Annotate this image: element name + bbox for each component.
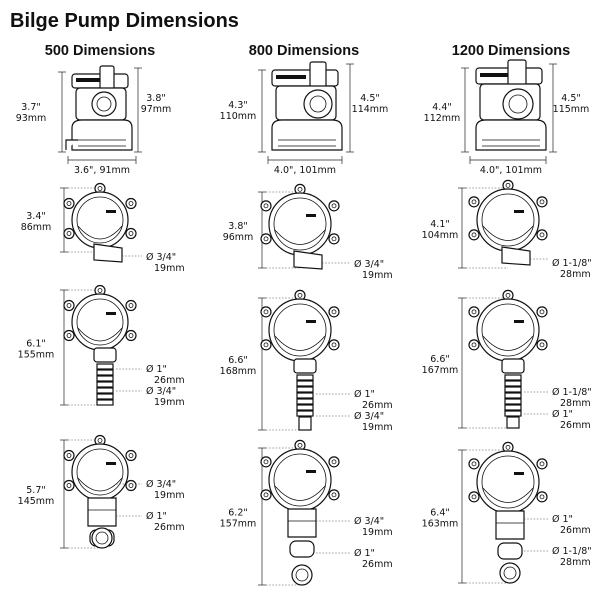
outlet-diameter-inches: Ø 1" — [354, 548, 375, 559]
view-height-mm: 157mm — [220, 519, 257, 530]
view-height-inches: 6.6" — [430, 354, 449, 365]
side-height-left-1200-in: 4.4" — [432, 102, 451, 113]
view-height-mm: 96mm — [223, 232, 254, 243]
outlet-diameter-inches: Ø 3/4" — [354, 411, 384, 422]
view-height-mm: 104mm — [422, 230, 459, 241]
view-height-mm: 168mm — [220, 366, 257, 377]
column-heading-500: 500 Dimensions — [45, 43, 155, 59]
outlet-diameter-inches: Ø 1" — [552, 514, 573, 525]
outlet-diameter-mm: 26mm — [362, 559, 393, 570]
view-height-inches: 3.4" — [26, 211, 45, 222]
outlet-diameter-inches: Ø 1-1/8" — [552, 387, 592, 398]
outlet-diameter-inches: Ø 3/4" — [354, 259, 384, 270]
view-height-inches: 6.1" — [26, 339, 45, 350]
outlet-diameter-mm: 28mm — [560, 269, 591, 280]
side-height-right-800-in: 4.5" — [360, 93, 379, 104]
pump-top-view: 5.7"145mm Ø 3/4"19mm Ø 1"26mm — [18, 434, 185, 549]
pump-top-view: 4.1"104mm Ø 1-1/8"28mm — [422, 179, 592, 280]
outlet-diameter-mm: 19mm — [362, 527, 393, 538]
outlet-diameter-mm: 26mm — [154, 375, 185, 386]
view-height-inches: 6.2" — [228, 508, 247, 519]
side-width-1200: 4.0", 101mm — [480, 165, 542, 176]
side-width-800: 4.0", 101mm — [274, 165, 336, 176]
outlet-diameter-inches: Ø 1-1/8" — [552, 546, 592, 557]
side-height-left-800-in: 4.3" — [228, 100, 247, 111]
outlet-diameter-mm: 26mm — [560, 420, 591, 431]
outlet-diameter-inches: Ø 1" — [552, 409, 573, 420]
view-height-mm: 145mm — [18, 496, 55, 507]
outlet-diameter-inches: Ø 1-1/8" — [552, 258, 592, 269]
view-height-inches: 4.1" — [430, 219, 449, 230]
pump-side-view-800 — [258, 61, 354, 164]
view-height-mm: 86mm — [21, 222, 52, 233]
column-heading-1200: 1200 Dimensions — [452, 43, 570, 59]
outlet-diameter-mm: 26mm — [362, 400, 393, 411]
view-height-mm: 167mm — [422, 365, 459, 376]
side-height-right-1200-in: 4.5" — [561, 93, 580, 104]
view-height-inches: 5.7" — [26, 485, 45, 496]
outlet-diameter-mm: 19mm — [154, 397, 185, 408]
side-height-left-500-mm: 93mm — [16, 113, 47, 124]
outlet-diameter-inches: Ø 3/4" — [146, 479, 176, 490]
side-height-left-800-mm: 110mm — [220, 111, 257, 122]
outlet-diameter-inches: Ø 3/4" — [354, 516, 384, 527]
outlet-diameter-mm: 19mm — [362, 422, 393, 433]
side-height-right-500-in: 3.8" — [146, 93, 165, 104]
outlet-diameter-inches: Ø 1" — [146, 364, 167, 375]
view-height-mm: 155mm — [18, 350, 55, 361]
outlet-diameter-mm: 28mm — [560, 557, 591, 568]
outlet-diameter-inches: Ø 1" — [354, 389, 375, 400]
outlet-diameter-mm: 19mm — [154, 490, 185, 501]
outlet-diameter-mm: 28mm — [560, 398, 591, 409]
view-height-inches: 3.8" — [228, 221, 247, 232]
page-title: Bilge Pump Dimensions — [10, 10, 239, 32]
view-height-mm: 163mm — [422, 519, 459, 530]
pump-top-view: 3.4"86mm Ø 3/4"19mm — [21, 182, 185, 274]
side-height-right-1200-mm: 115mm — [553, 104, 590, 115]
outlet-diameter-inches: Ø 1" — [146, 511, 167, 522]
side-height-right-500-mm: 97mm — [141, 104, 172, 115]
outlet-diameter-mm: 26mm — [154, 522, 185, 533]
outlet-diameter-mm: 19mm — [362, 270, 393, 281]
outlet-diameter-inches: Ø 3/4" — [146, 252, 176, 263]
outlet-diameter-inches: Ø 3/4" — [146, 386, 176, 397]
pump-top-view: 3.8"96mm Ø 3/4"19mm — [223, 183, 393, 281]
outlet-diameter-mm: 26mm — [560, 525, 591, 536]
pump-top-view: 6.4"163mm Ø 1"26mm Ø 1-1/8"28mm — [422, 441, 592, 584]
pump-side-view-1200 — [461, 59, 557, 164]
side-height-left-1200-mm: 112mm — [424, 113, 461, 124]
pump-side-view-500 — [58, 65, 142, 164]
side-height-right-800-mm: 114mm — [352, 104, 389, 115]
outlet-diameter-mm: 19mm — [154, 263, 185, 274]
view-height-inches: 6.4" — [430, 508, 449, 519]
side-width-500: 3.6", 91mm — [74, 165, 130, 176]
side-height-left-500-in: 3.7" — [21, 102, 40, 113]
view-height-inches: 6.6" — [228, 355, 247, 366]
pump-top-view: 6.2"157mm Ø 3/4"19mm Ø 1"26mm — [220, 439, 393, 586]
column-heading-800: 800 Dimensions — [249, 43, 359, 59]
